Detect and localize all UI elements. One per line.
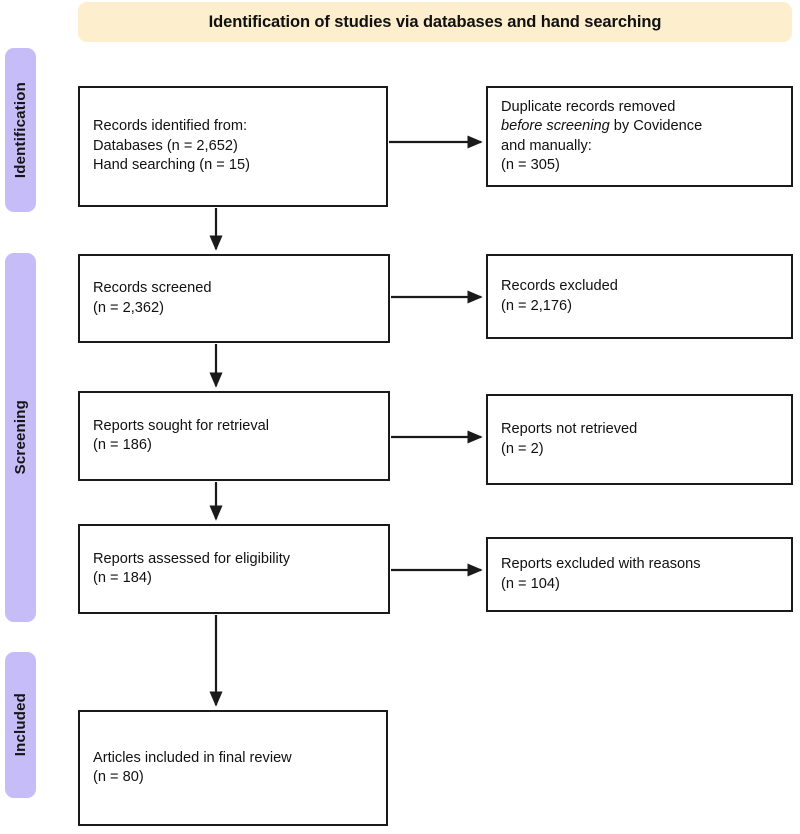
box-duplicates-line-2: before screening by Covidence: [501, 117, 778, 136]
box-records-screened: Records screened (n = 2,362): [78, 254, 390, 343]
box-records-identified-line-2: Databases (n = 2,652): [93, 137, 238, 154]
stage-label-identification: Identification: [12, 81, 29, 179]
stage-bar-identification: Identification: [5, 48, 36, 212]
box-duplicates-line-1: Duplicate records removed: [501, 98, 676, 115]
diagram-title-text: Identification of studies via databases …: [208, 12, 662, 31]
box-articles-included-line-2: (n = 80): [93, 769, 144, 785]
box-reports-sought-line-1: Reports sought for retrieval: [93, 417, 270, 434]
box-records-screened-line-1: Records screened: [93, 280, 212, 297]
stage-label-included: Included: [12, 693, 29, 757]
box-records-screened-line-2: (n = 2,362): [93, 299, 164, 316]
box-reports-assessed-line-2: (n = 184): [93, 570, 152, 586]
box-reports-sought-for-retrieval: Reports sought for retrieval (n = 186): [78, 391, 390, 481]
box-duplicates-line-2-rest: by Covidence: [609, 118, 703, 135]
box-reports-assessed-for-eligibility: Reports assessed for eligibility (n = 18…: [78, 524, 390, 614]
box-articles-included-line-1: Articles included in final review: [93, 749, 292, 766]
box-reports-not-retrieved: Reports not retrieved (n = 2): [486, 394, 793, 485]
box-records-excluded: Records excluded (n = 2,176): [486, 254, 793, 339]
box-reports-excluded-reasons-line-1: Reports excluded with reasons: [501, 556, 701, 573]
box-duplicates-line-3: and manually:: [501, 137, 592, 154]
box-duplicates-line-4: (n = 305): [501, 156, 560, 173]
stage-label-screening: Screening: [12, 400, 29, 475]
box-records-identified-line-3: Hand searching (n = 15): [93, 157, 250, 174]
box-records-excluded-line-2: (n = 2,176): [501, 297, 572, 314]
box-reports-assessed-line-1: Reports assessed for eligibility: [93, 550, 291, 567]
box-records-excluded-line-1: Records excluded: [501, 278, 618, 295]
box-reports-excluded-with-reasons: Reports excluded with reasons (n = 104): [486, 537, 793, 612]
box-duplicate-records-removed: Duplicate records removed before screeni…: [486, 86, 793, 187]
stage-bar-included: Included: [5, 652, 36, 798]
box-reports-not-retrieved-line-2: (n = 2): [501, 440, 544, 457]
box-records-identified-line-1: Records identified from:: [93, 118, 248, 135]
box-articles-included-in-final-review: Articles included in final review (n = 8…: [78, 710, 388, 826]
diagram-title-banner: Identification of studies via databases …: [78, 2, 792, 42]
box-reports-sought-line-2: (n = 186): [93, 437, 152, 453]
stage-bar-screening: Screening: [5, 253, 36, 622]
box-duplicates-line-2-italic: before screening: [501, 118, 610, 135]
box-records-identified: Records identified from: Databases (n = …: [78, 86, 388, 207]
box-reports-not-retrieved-line-1: Reports not retrieved: [501, 421, 638, 438]
box-reports-excluded-reasons-line-2: (n = 104): [501, 575, 560, 592]
